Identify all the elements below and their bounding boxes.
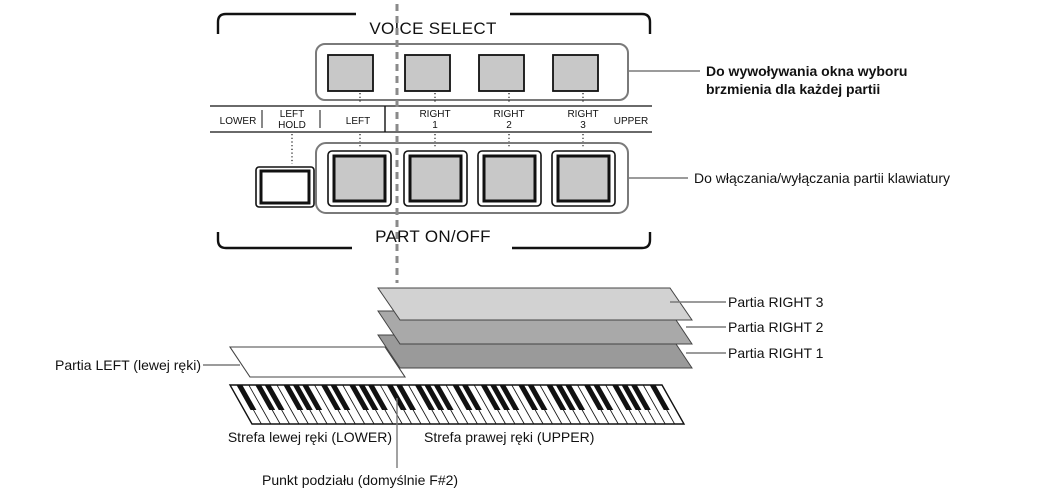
black-key	[367, 385, 388, 410]
voice-select-callout-line2: brzmienia dla każdej partii	[706, 81, 880, 97]
voice-select-title: VOICE SELECT	[369, 19, 496, 38]
black-key	[621, 385, 642, 410]
left-hold-button-inner	[259, 169, 311, 205]
label-right3-line2: 3	[580, 120, 586, 131]
black-key	[480, 385, 501, 410]
white-key-divider	[276, 384, 300, 425]
voice-select-right2-button[interactable]	[478, 54, 525, 92]
label-left: LEFT	[346, 116, 370, 127]
keyboard	[228, 384, 686, 425]
white-key-divider	[342, 384, 366, 425]
voice-select-title-bg	[356, 10, 510, 22]
part-onoff-right3-button[interactable]	[551, 150, 616, 207]
part-onoff-right2-button[interactable]	[477, 150, 542, 207]
label-right2-line2: 2	[506, 120, 512, 131]
label-right1-line2: 1	[432, 120, 438, 131]
black-key	[433, 385, 454, 410]
white-key-divider	[511, 384, 535, 425]
black-key	[630, 385, 651, 410]
black-key	[349, 385, 370, 410]
black-key	[255, 385, 276, 410]
white-key-divider	[248, 384, 272, 425]
label-right3-line1: RIGHT	[567, 109, 598, 120]
white-key-divider	[473, 384, 497, 425]
white-key-divider	[408, 384, 431, 425]
voice-select-dotted-connectors	[359, 93, 584, 104]
black-key	[236, 385, 257, 410]
split-point-label: Punkt podziału (domyślnie F#2)	[262, 472, 458, 488]
black-key	[612, 385, 633, 410]
right3-layer	[377, 287, 693, 321]
black-key	[424, 385, 445, 410]
black-key	[414, 385, 435, 410]
voice-select-callout-line1: Do wywoływania okna wyboru	[706, 63, 907, 79]
right-zone-label: Strefa prawej ręki (UPPER)	[424, 429, 594, 445]
part-onoff-title-bg	[352, 240, 512, 254]
black-key	[490, 385, 510, 410]
voice-select-right3-button[interactable]	[552, 54, 599, 92]
black-key	[302, 385, 323, 410]
label-left-hold-line1: LEFT	[280, 109, 304, 120]
black-key	[546, 385, 567, 410]
black-key	[330, 385, 351, 410]
black-key	[499, 385, 520, 410]
part-onoff-callout-text: Do włączania/wyłączania partii klawiatur…	[694, 170, 950, 186]
part-onoff-right1-button[interactable]	[403, 150, 468, 207]
black-key	[283, 385, 304, 410]
voice-select-left-button[interactable]	[327, 54, 374, 92]
black-key	[396, 385, 417, 410]
white-key-divider	[379, 384, 403, 425]
white-key-divider	[577, 384, 600, 425]
black-key	[358, 385, 379, 410]
black-key	[452, 385, 473, 410]
black-key	[518, 385, 539, 410]
keyboard-keys	[236, 384, 675, 425]
voice-select-group-outline	[315, 43, 629, 101]
label-upper: UPPER	[614, 116, 648, 127]
black-key	[461, 385, 482, 410]
right2-callout-text: Partia RIGHT 2	[728, 319, 824, 335]
part-onoff-left-button[interactable]	[327, 150, 392, 207]
black-key	[565, 385, 586, 410]
white-key-divider	[314, 384, 337, 425]
white-key-divider	[445, 384, 469, 425]
white-key-divider	[539, 384, 563, 425]
black-key	[292, 385, 313, 410]
black-key	[386, 385, 407, 410]
label-left-hold-line2: HOLD	[278, 120, 306, 131]
left-part-callout-text: Partia LEFT (lewej ręki)	[55, 357, 201, 373]
black-key	[555, 385, 576, 410]
voice-select-right1-button[interactable]	[404, 54, 451, 92]
black-key	[321, 385, 341, 410]
black-key	[583, 385, 604, 410]
white-key-divider	[605, 384, 629, 425]
black-key	[593, 385, 614, 410]
left-part-layer	[228, 346, 407, 378]
right1-callout-text: Partia RIGHT 1	[728, 345, 824, 361]
part-onoff-title: PART ON/OFF	[375, 227, 491, 246]
white-key-divider	[642, 384, 666, 425]
label-right1-line1: RIGHT	[419, 109, 450, 120]
label-right2-line1: RIGHT	[493, 109, 524, 120]
left-zone-label: Strefa lewej ręki (LOWER)	[228, 429, 392, 445]
part-onoff-dotted-connectors	[291, 134, 584, 164]
right3-callout-text: Partia RIGHT 3	[728, 294, 824, 310]
black-key	[649, 385, 670, 410]
black-key	[264, 385, 285, 410]
label-lower: LOWER	[220, 116, 257, 127]
black-key	[527, 385, 548, 410]
